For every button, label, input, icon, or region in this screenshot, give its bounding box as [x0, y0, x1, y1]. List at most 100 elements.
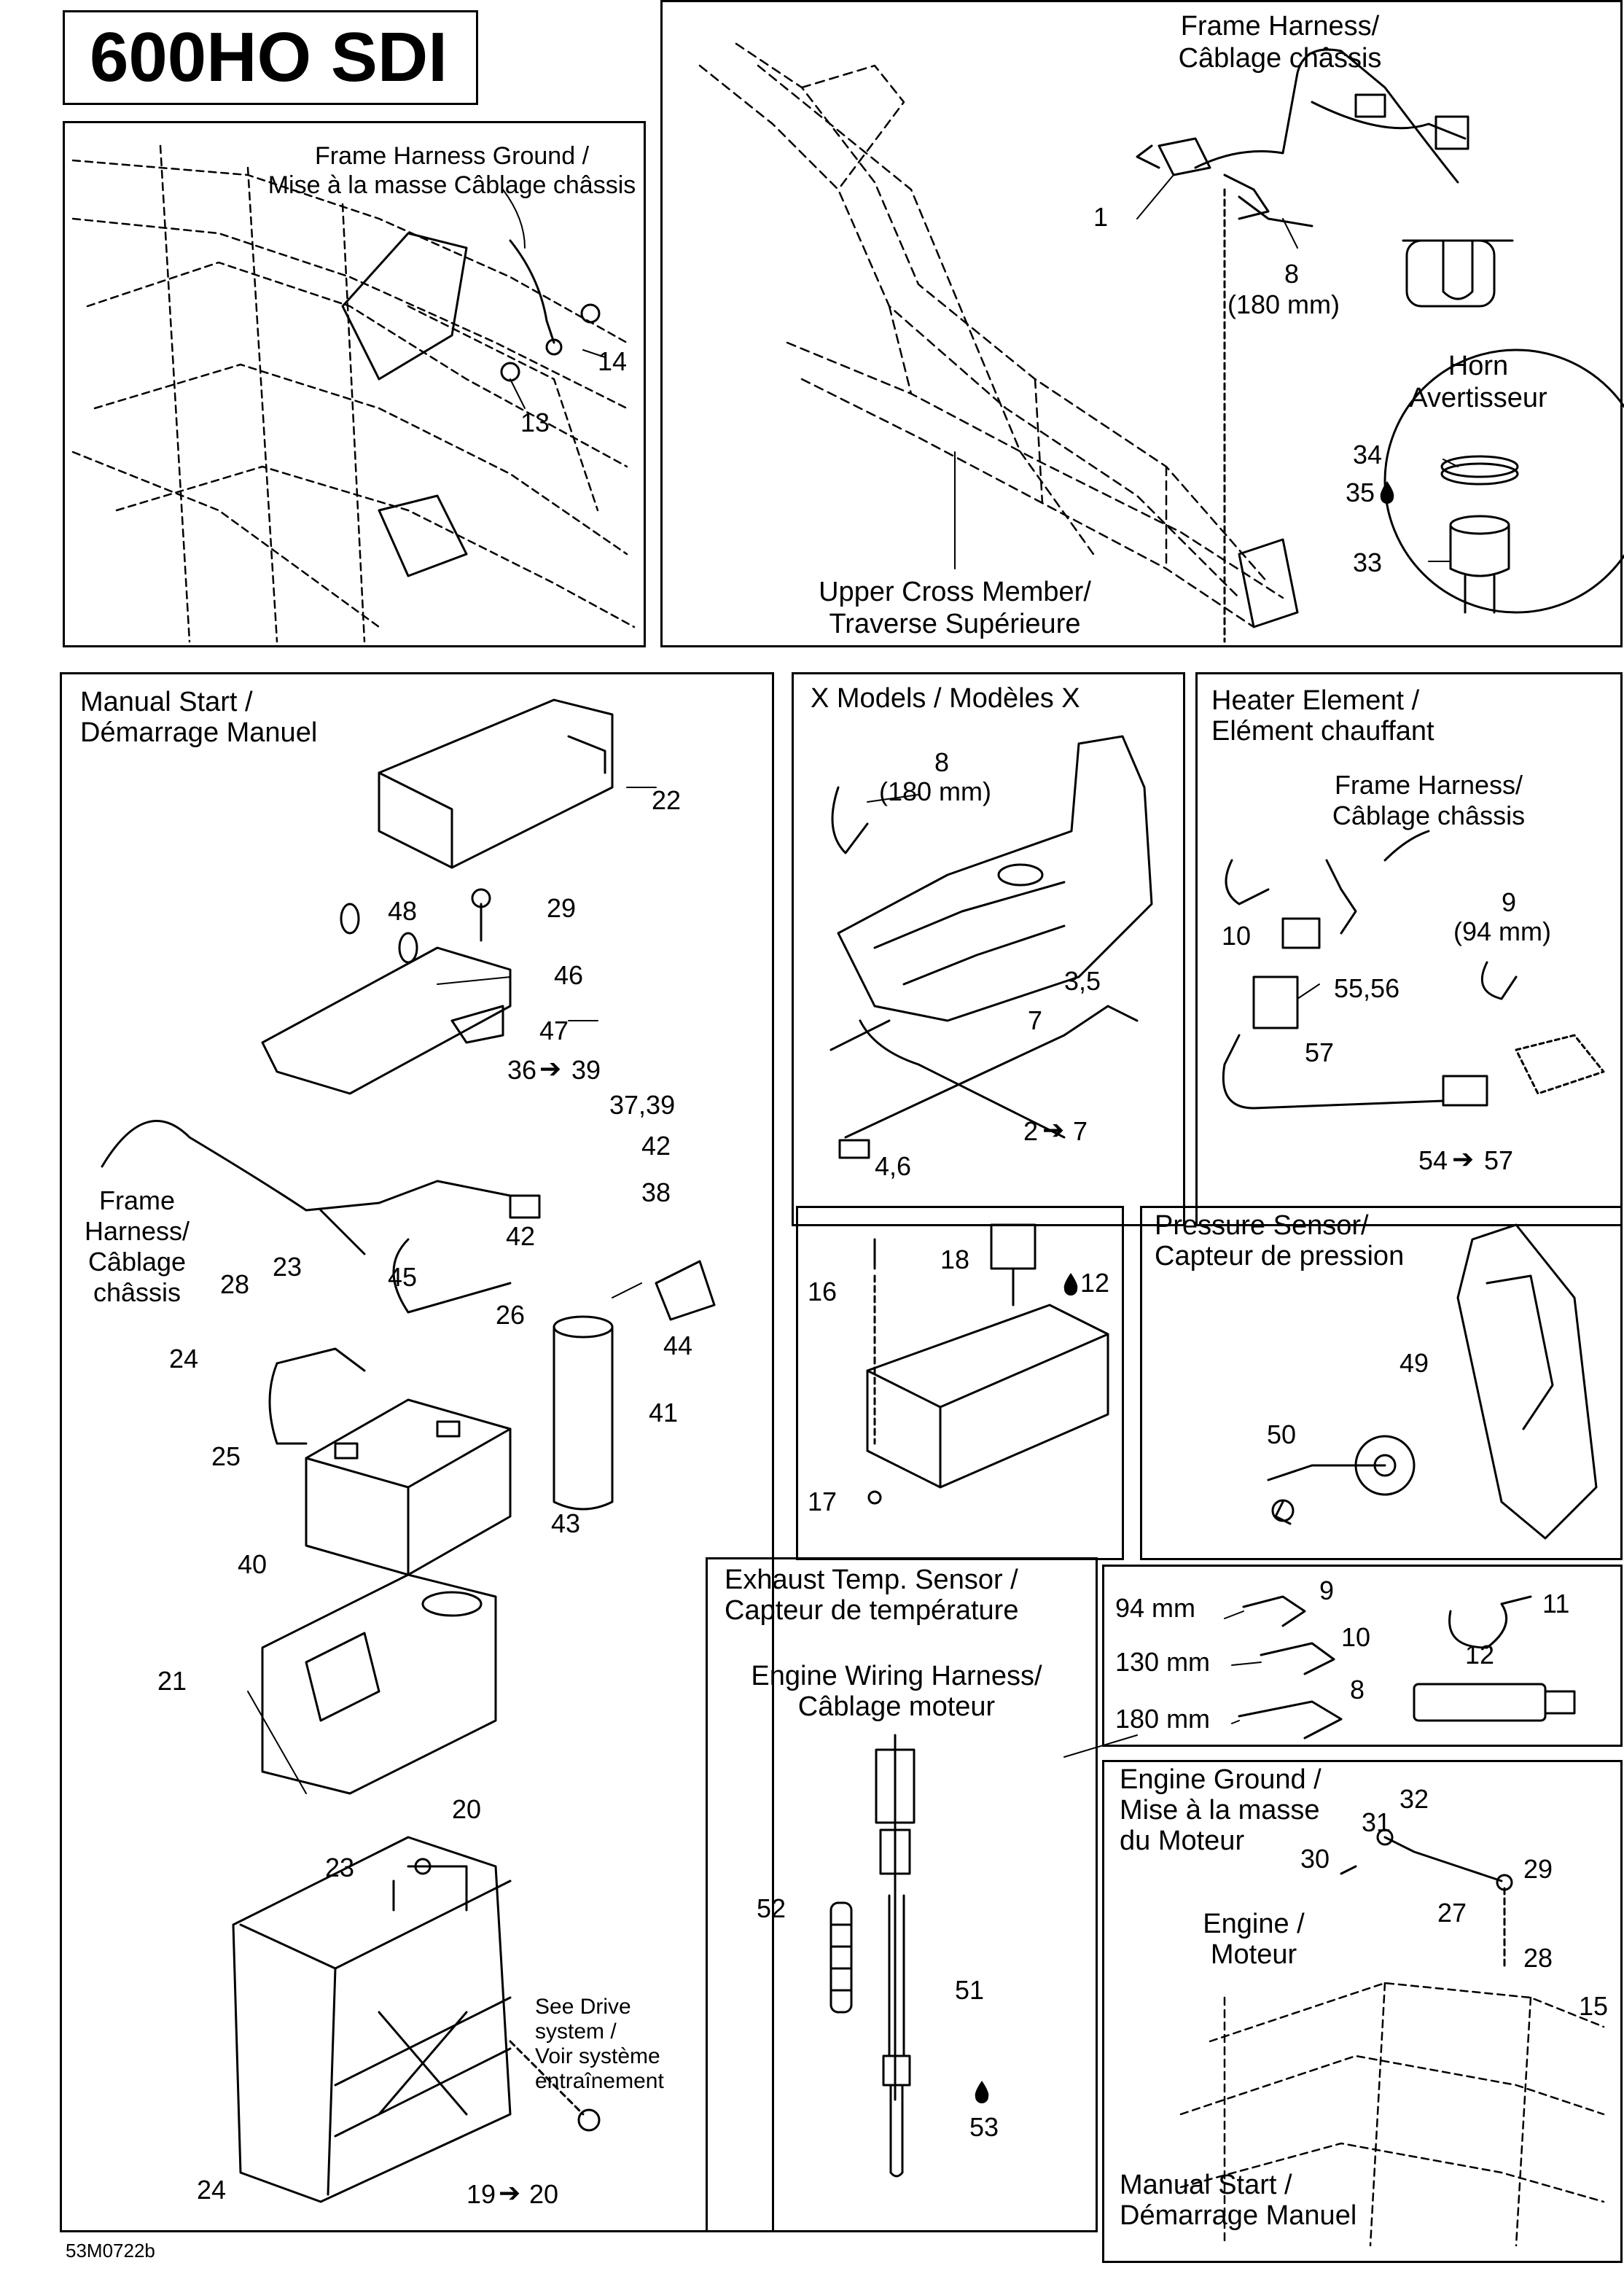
callout-26: 26: [496, 1300, 526, 1330]
callout-29: 29: [547, 893, 577, 923]
tie-size-94: 94 mm: [1115, 1593, 1196, 1623]
callout-8-size: (180 mm): [1227, 289, 1340, 319]
callout-1: 1: [1093, 202, 1109, 232]
callout-41: 41: [649, 1398, 679, 1427]
callout-47: 47: [539, 1016, 569, 1045]
arrow-icon: ➔: [499, 2178, 521, 2208]
exhaust-title: Exhaust Temp. Sensor / Capteur de tempér…: [725, 1565, 1019, 1626]
f-callout-12: 12: [1080, 1268, 1110, 1298]
manual-start-title: Manual Start / Démarrage Manuel: [80, 687, 318, 748]
g-callout-30: 30: [1300, 1844, 1330, 1874]
callout-37-39: 37,39: [609, 1090, 676, 1120]
callout-39: 39: [571, 1055, 601, 1085]
tie-callout-8: 8: [1350, 1675, 1365, 1705]
x-models-title: X Models / Modèles X: [811, 683, 1080, 714]
callout-8: 8: [1284, 259, 1300, 289]
frame-harness-label: Frame Harness/ Câblage châssis: [1178, 11, 1382, 74]
panel-frame-ground: [63, 121, 646, 647]
callout-20b: 20: [529, 2179, 559, 2209]
f-callout-16: 16: [808, 1277, 838, 1306]
g-callout-28: 28: [1523, 1943, 1553, 1973]
manual-start-label-2: Manual Start / Démarrage Manuel: [1120, 2170, 1357, 2231]
panel-engine-ground: [1102, 1760, 1623, 2263]
callout-24b: 24: [197, 2175, 227, 2205]
tie-callout-12: 12: [1465, 1640, 1495, 1670]
callout-34: 34: [1353, 440, 1383, 470]
callout-43: 43: [551, 1508, 581, 1538]
callout-36: 36: [507, 1055, 537, 1085]
callout-42a: 42: [641, 1131, 671, 1161]
tie-size-180: 180 mm: [1115, 1704, 1211, 1734]
x-callout-7: 7: [1028, 1005, 1043, 1035]
panel-pressure: [1140, 1206, 1623, 1560]
callout-45: 45: [388, 1262, 418, 1292]
x-callout-2: 2: [1023, 1116, 1039, 1146]
h-callout-57: 57: [1305, 1037, 1335, 1067]
h-callout-54: 54: [1418, 1145, 1448, 1175]
e-callout-53: 53: [969, 2112, 999, 2142]
x-callout-8: 8: [934, 747, 950, 777]
callout-14: 14: [598, 346, 628, 376]
e-callout-51: 51: [955, 1975, 985, 2005]
oil-drop-icon: [1063, 1273, 1078, 1296]
h-callout-55-56: 55,56: [1334, 973, 1400, 1003]
engine-wiring-harness-label: Engine Wiring Harness/ Câblage moteur: [751, 1661, 1042, 1722]
h-callout-57b: 57: [1484, 1145, 1514, 1175]
callout-48: 48: [388, 896, 418, 926]
g-callout-29: 29: [1523, 1854, 1553, 1884]
callout-46: 46: [554, 960, 584, 990]
callout-40: 40: [238, 1549, 268, 1579]
panel-x-models: [792, 672, 1185, 1226]
g-callout-31: 31: [1362, 1807, 1391, 1837]
x-callout-3-5: 3,5: [1064, 966, 1101, 996]
pressure-title: Pressure Sensor/ Capteur de pression: [1155, 1210, 1405, 1271]
tie-callout-10: 10: [1341, 1622, 1371, 1652]
x-callout-4-6: 4,6: [875, 1151, 912, 1181]
oil-drop-icon: [1380, 481, 1394, 504]
engine-ground-title: Engine Ground / Mise à la masse du Moteu…: [1120, 1764, 1322, 1856]
callout-19: 19: [466, 2179, 496, 2209]
callout-35: 35: [1346, 478, 1375, 507]
callout-28: 28: [220, 1269, 250, 1299]
tie-callout-11: 11: [1542, 1589, 1570, 1618]
engine-label: Engine / Moteur: [1203, 1909, 1305, 1970]
arrow-icon: ➔: [539, 1053, 562, 1083]
g-callout-32: 32: [1399, 1784, 1429, 1814]
p-callout-49: 49: [1399, 1348, 1429, 1378]
h-callout-9: 9: [1502, 887, 1517, 917]
e-callout-52: 52: [757, 1893, 786, 1923]
page-title: 600HO SDI: [63, 10, 478, 105]
panel-ties: [1102, 1565, 1623, 1747]
panel-exhaust: [706, 1557, 1098, 2232]
panel-manual-start: [60, 672, 774, 2232]
callout-23b: 23: [325, 1853, 355, 1882]
callout-42b: 42: [506, 1221, 536, 1251]
callout-21: 21: [157, 1666, 187, 1696]
arrow-icon: ➔: [1452, 1144, 1475, 1174]
callout-25: 25: [211, 1441, 241, 1471]
h-callout-10: 10: [1222, 921, 1252, 951]
heater-title: Heater Element / Elément chauffant: [1211, 685, 1434, 747]
horn-label: Horn Avertisseur: [1409, 351, 1547, 413]
h-callout-9-size: (94 mm): [1453, 916, 1551, 946]
see-drive-system-note: See Drive system / Voir système entraîne…: [535, 1995, 664, 2093]
g-callout-15: 15: [1579, 1991, 1609, 2021]
callout-33: 33: [1353, 548, 1383, 577]
callout-38: 38: [641, 1177, 671, 1207]
p-callout-50: 50: [1267, 1419, 1297, 1449]
callout-24: 24: [169, 1344, 199, 1374]
x-callout-7b: 7: [1073, 1116, 1088, 1146]
upper-cross-member-label: Upper Cross Member/ Traverse Supérieure: [819, 577, 1091, 639]
f-callout-17: 17: [808, 1487, 838, 1516]
x-callout-8-size: (180 mm): [879, 776, 992, 806]
callout-23: 23: [273, 1252, 302, 1282]
callout-20: 20: [452, 1794, 482, 1824]
callout-13: 13: [520, 408, 550, 437]
frame-harness-ground-label: Frame Harness Ground / Mise à la masse C…: [268, 142, 636, 199]
drawing-code: 53M0722b: [66, 2240, 155, 2262]
tie-callout-9: 9: [1319, 1575, 1335, 1605]
heater-frame-harness-label: Frame Harness/ Câblage châssis: [1332, 770, 1526, 830]
frame-harness-label-2: Frame Harness/ Câblage châssis: [84, 1185, 190, 1307]
panel-heater: [1195, 672, 1623, 1226]
